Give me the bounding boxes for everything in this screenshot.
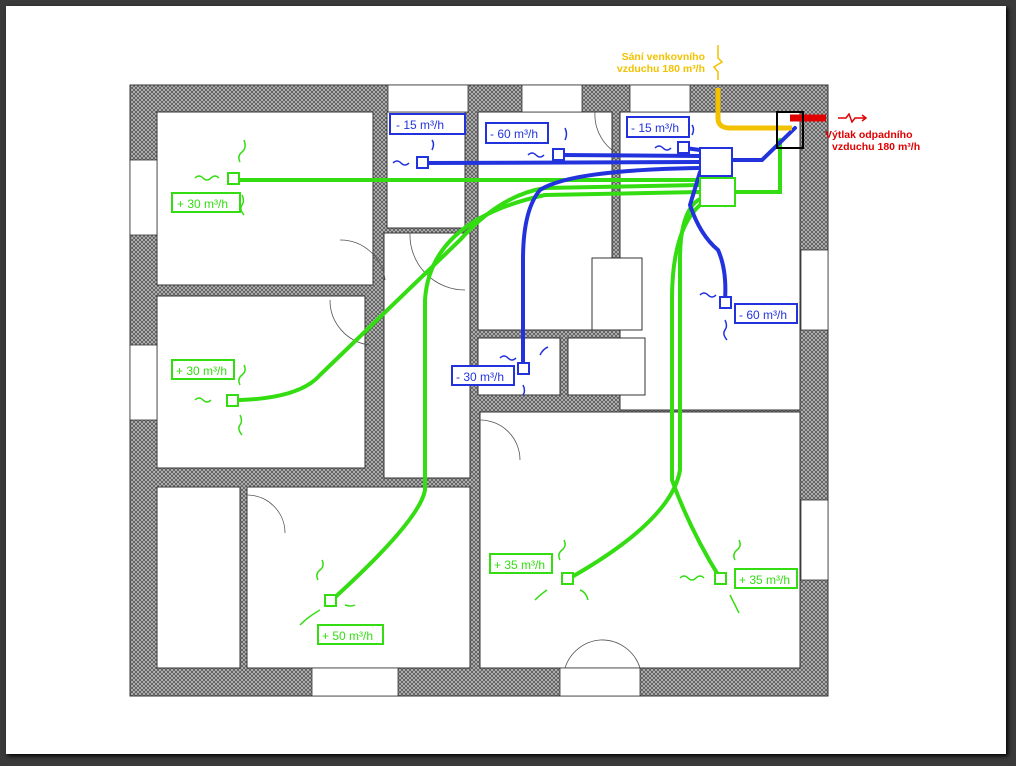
windows [129,84,829,697]
airflow-icons [194,124,741,626]
extract-flow-labels: - 15 m³/h - 60 m³/h - 15 m³/h - 60 m³/h … [389,113,798,386]
supply-valve-icon [226,394,239,407]
supply-valve-icon [324,594,337,607]
supply-flow-labels: + 30 m³/h + 30 m³/h + 50 m³/h + 35 m³/h … [171,192,798,645]
extract-label: - 60 m³/h [739,308,787,322]
intake-label-line1: Sání venkovního [622,51,705,63]
extract-ducts [422,126,797,368]
extract-valve-icon [677,141,690,154]
extract-label: - 60 m³/h [490,127,538,141]
exhaust-arrow-icon [838,112,868,124]
supply-valve-icon [561,572,574,585]
intake-arrow-icon [712,45,724,80]
extract-label: - 15 m³/h [631,121,679,135]
supply-valve-icon [714,572,727,585]
exhaust-label-line1: Výtlak odpadního [825,129,913,141]
room-bedroom-2 [156,295,366,469]
hrv-unit-supply [699,177,736,207]
supply-label: + 50 m³/h [322,629,373,643]
supply-label: + 35 m³/h [739,573,790,587]
room-small-2 [567,337,646,396]
room-bathroom [477,111,613,331]
room-living [479,411,801,669]
extract-valve-icon [416,156,429,169]
supply-valve-icon [227,172,240,185]
intake-duct [715,88,792,131]
intake-label-line2: vzduchu 180 m³/h [617,63,705,75]
room-pantry [591,257,643,331]
exhaust-label-line2: vzduchu 180 m³/h [832,141,920,153]
room-storage [156,486,241,669]
extract-valve-icon [517,362,530,375]
terminals [226,141,732,607]
extract-label: - 15 m³/h [396,118,444,132]
extract-label: - 30 m³/h [456,370,504,384]
hrv-shaft [776,111,804,149]
supply-ducts [234,138,782,602]
supply-label: + 35 m³/h [494,558,545,572]
extract-valve-icon [552,148,565,161]
doors [246,111,641,669]
extract-valve-icon [719,296,732,309]
supply-label: + 30 m³/h [176,364,227,378]
hrv-unit-extract [699,147,733,177]
supply-label: + 30 m³/h [177,197,228,211]
